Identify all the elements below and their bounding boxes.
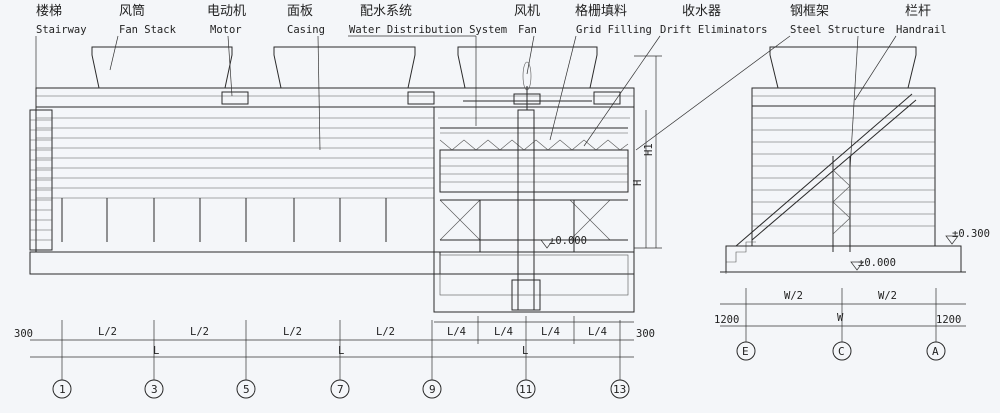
side-casing: [751, 105, 936, 247]
side-elevation: ±0.300 ±0.000: [720, 46, 990, 274]
dim-quarter-1: L/4: [447, 326, 466, 338]
label-motor-cn: 电动机: [207, 4, 246, 19]
dim-right-300: 300: [636, 328, 655, 340]
dim-total-1: L: [153, 345, 159, 357]
dim-half-2: L/2: [190, 326, 209, 338]
dim-side-half-2: W/2: [878, 290, 897, 302]
axis-e: E: [742, 345, 749, 358]
h-label: H: [632, 180, 644, 186]
leader-lines: [35, 35, 897, 171]
side-basin: [725, 245, 962, 273]
axis-9: 9: [429, 383, 436, 396]
label-casing-en: Casing: [287, 24, 325, 36]
section-cutaway: [433, 106, 635, 311]
label-fanstack-cn: 风筒: [119, 3, 145, 19]
motor-left: [221, 91, 249, 105]
label-drift-en: Drift Eliminators: [660, 24, 767, 36]
label-fan-cn: 风机: [514, 4, 540, 19]
stairway: [29, 109, 53, 251]
side-fan-deck: [751, 87, 936, 107]
label-drift-cn: 收水器: [682, 4, 721, 19]
fan-rotor: [463, 61, 592, 110]
axis-13: 13: [613, 383, 626, 396]
axis-a: A: [932, 345, 939, 358]
dim-side-right-1200: 1200: [936, 314, 961, 326]
elevation-plus-side: ±0.300: [952, 228, 990, 240]
axis-3: 3: [151, 383, 158, 396]
elevation-zero-front: ±0.000: [549, 235, 587, 247]
label-waterdist-cn: 配水系统: [360, 4, 412, 19]
label-grid-cn: 格栅填料: [575, 3, 627, 19]
motor-right: [593, 91, 621, 105]
axis-7: 7: [337, 383, 344, 396]
dim-half-3: L/2: [283, 326, 302, 338]
fan-stacks: [91, 46, 598, 89]
side-dimensions: W/2 W/2 W 1200 1200: [714, 288, 966, 340]
cold-water-basin: [29, 251, 441, 275]
dim-side-half-1: W/2: [784, 290, 803, 302]
elevation-zero-side: ±0.000: [858, 257, 896, 269]
dim-side-w: W: [837, 312, 844, 324]
label-fan-en: Fan: [518, 24, 537, 36]
axis-c: C: [838, 345, 845, 358]
motor-mid: [407, 91, 435, 105]
label-handrail-en: Handrail: [896, 24, 947, 36]
front-axis-bubbles: 1 3 5 7 9 11 13: [52, 366, 630, 399]
label-motor-en: Motor: [210, 24, 242, 36]
front-dimensions: 300 300 L/2 L/2 L/2 L/2 L/4 L/4 L/4 L/4 …: [14, 316, 655, 366]
dim-half-4: L/2: [376, 326, 395, 338]
label-casing-cn: 面板: [287, 4, 313, 19]
dim-total-2: L: [338, 345, 344, 357]
dim-quarter-4: L/4: [588, 326, 607, 338]
casing-posts: [61, 198, 387, 242]
dim-half-1: L/2: [98, 326, 117, 338]
label-grid-en: Grid Filling: [576, 24, 652, 36]
callout-labels: 楼梯 Stairway 风筒 Fan Stack 电动机 Motor 面板 Ca…: [36, 3, 947, 36]
dim-side-left-1200: 1200: [714, 314, 739, 326]
height-dims: H H1: [632, 55, 662, 249]
label-steel-cn: 钢框架: [790, 4, 829, 19]
label-handrail-cn: 栏杆: [905, 4, 931, 19]
front-elevation: H H1 ±0.000: [29, 46, 662, 313]
label-stairway-cn: 楼梯: [36, 4, 62, 19]
axis-1: 1: [59, 383, 66, 396]
dim-quarter-2: L/4: [494, 326, 513, 338]
dim-left-300: 300: [14, 328, 33, 340]
dim-total-3: L: [522, 345, 528, 357]
side-axis-bubbles: E C A: [736, 340, 946, 361]
label-steel-en: Steel Structure: [790, 24, 885, 36]
h1-label: H1: [643, 143, 655, 156]
fan-deck: [35, 87, 635, 108]
axis-5: 5: [243, 383, 250, 396]
side-stair-handrail: [725, 93, 917, 274]
side-fan-stack: [769, 46, 917, 89]
dim-quarter-3: L/4: [541, 326, 560, 338]
casing-panels: [35, 106, 435, 253]
label-waterdist-en: Water Distribution System: [349, 24, 507, 36]
label-fanstack-en: Fan Stack: [119, 24, 177, 36]
label-stairway-en: Stairway: [36, 24, 87, 36]
axis-11: 11: [519, 383, 532, 396]
casing-lines: [36, 117, 434, 199]
